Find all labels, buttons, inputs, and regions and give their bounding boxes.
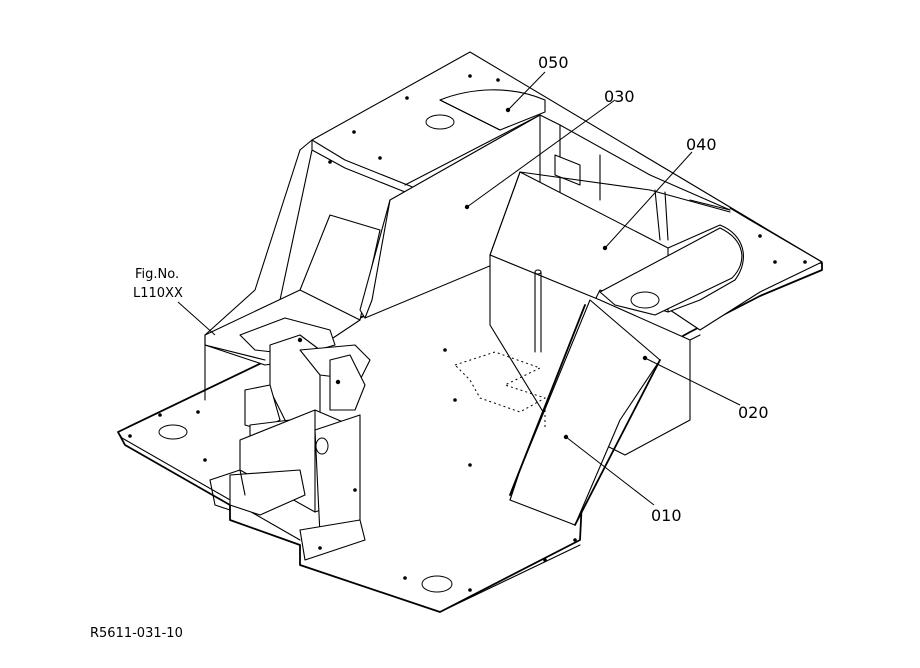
floor-holes bbox=[128, 74, 807, 593]
callout-010-label: 010 bbox=[651, 506, 682, 525]
callout-050-label: 050 bbox=[538, 53, 569, 72]
part-030-panel bbox=[359, 114, 581, 319]
callout-010: 010 bbox=[565, 436, 682, 525]
drawing-number: R5611-031-10 bbox=[90, 626, 183, 641]
callout-030-label: 030 bbox=[604, 87, 635, 106]
front-bracket-assembly bbox=[209, 317, 371, 561]
part-050-cover bbox=[439, 89, 546, 131]
callout-050: 050 bbox=[507, 53, 569, 111]
part-040-box bbox=[489, 171, 744, 316]
figure-ref-line1: Fig.No. bbox=[135, 267, 179, 282]
floor-recess bbox=[454, 351, 547, 430]
right-rear-frame bbox=[559, 124, 731, 241]
callout-020-label: 020 bbox=[738, 403, 769, 422]
callout-040: 040 bbox=[604, 135, 717, 249]
part-010-sloped-panel bbox=[509, 299, 661, 526]
callout-030: 030 bbox=[466, 87, 635, 208]
callout-040-label: 040 bbox=[686, 135, 717, 154]
figure-ref-line2: L110XX bbox=[133, 286, 183, 301]
figure-reference: Fig.No. L110XX bbox=[133, 267, 216, 336]
center-post bbox=[534, 269, 542, 353]
callout-020: 020 bbox=[644, 357, 769, 422]
